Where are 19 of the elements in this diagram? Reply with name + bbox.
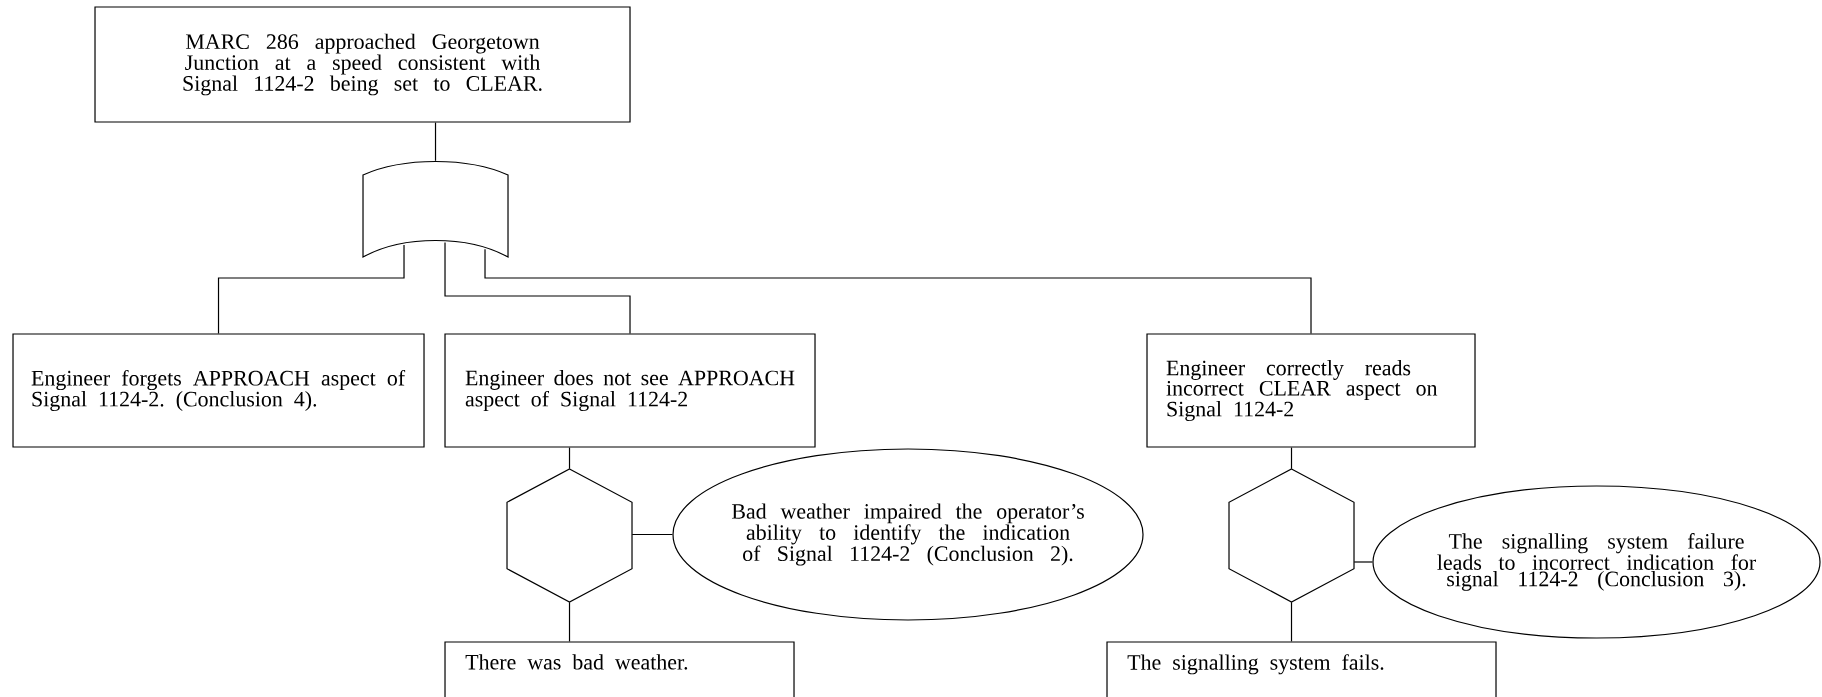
hexagon-symbol <box>506 468 633 603</box>
connector-line <box>568 447 571 470</box>
event-box: The signalling system fails. <box>1106 641 1497 697</box>
hexagon-symbol <box>1228 468 1355 603</box>
connector-line <box>434 122 437 162</box>
connector-line <box>1353 561 1373 563</box>
event-box: MARC 286 approached Georgetown Junction at a speed consistent with Signal 1124-2 being set to CLEAR. <box>94 6 631 123</box>
connector-line <box>1290 447 1293 470</box>
event-box: There was bad weather. <box>444 641 795 697</box>
or-gate-symbol <box>362 160 509 258</box>
connector-line <box>217 244 405 334</box>
connector-line <box>1290 601 1293 642</box>
event-box: Engineer forgets APPROACH aspect of Signal 1124-2. (Conclusion 4). <box>12 333 425 448</box>
event-box: Engineer does not see APPROACH aspect of Signal 1124-2 <box>444 333 816 448</box>
connector-line <box>444 241 631 334</box>
connector-line <box>631 533 673 536</box>
event-box: Engineer correctly reads incorrect CLEAR aspect on Signal 1124-2 <box>1146 333 1476 448</box>
connector-line <box>484 248 1312 334</box>
connector-line <box>568 601 571 642</box>
